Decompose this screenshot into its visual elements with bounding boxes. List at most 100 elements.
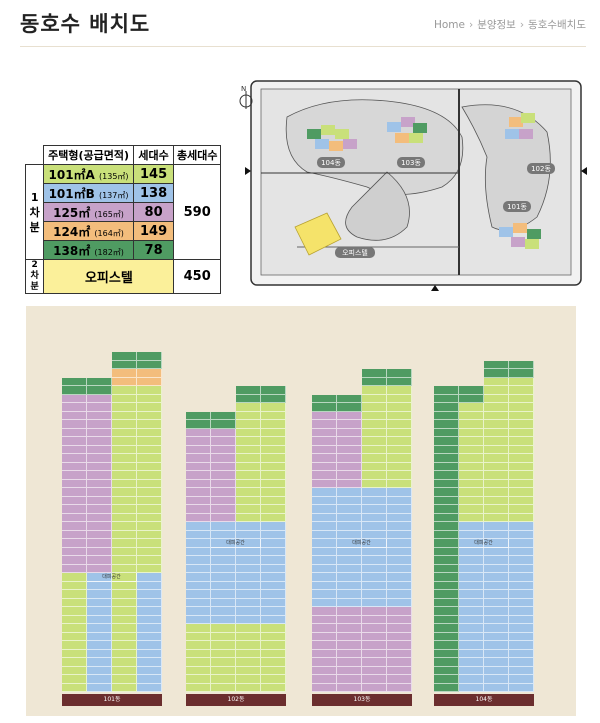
unit-cell[interactable] xyxy=(112,556,137,565)
unit-cell[interactable] xyxy=(137,454,162,463)
unit-cell[interactable] xyxy=(484,420,509,429)
unit-cell[interactable] xyxy=(62,556,87,565)
unit-cell[interactable] xyxy=(337,428,362,437)
unit-cell[interactable] xyxy=(236,590,261,599)
unit-cell[interactable] xyxy=(186,522,211,531)
unit-cell[interactable] xyxy=(261,420,286,429)
unit-cell[interactable] xyxy=(137,683,162,692)
unit-cell[interactable] xyxy=(362,666,387,675)
unit-cell[interactable] xyxy=(186,445,211,454)
unit-cell[interactable] xyxy=(236,683,261,692)
building-office[interactable] xyxy=(294,212,342,256)
unit-cell[interactable] xyxy=(434,590,459,599)
unit-cell[interactable] xyxy=(459,496,484,505)
unit-cell[interactable] xyxy=(137,658,162,667)
unit-cell[interactable] xyxy=(186,530,211,539)
unit-cell[interactable] xyxy=(211,573,236,582)
unit-cell[interactable] xyxy=(362,496,387,505)
unit-cell[interactable] xyxy=(186,666,211,675)
unit-cell[interactable] xyxy=(62,658,87,667)
unit-cell[interactable] xyxy=(509,403,534,412)
unit-cell[interactable] xyxy=(362,386,387,395)
unit-cell[interactable] xyxy=(484,369,509,378)
unit-cell[interactable] xyxy=(236,386,261,395)
unit-cell[interactable] xyxy=(362,471,387,480)
unit-cell[interactable] xyxy=(509,394,534,403)
unit-cell[interactable] xyxy=(459,607,484,616)
unit-cell[interactable] xyxy=(186,437,211,446)
unit-cell[interactable] xyxy=(459,666,484,675)
unit-cell[interactable] xyxy=(261,462,286,471)
unit-cell[interactable] xyxy=(261,437,286,446)
unit-cell[interactable] xyxy=(112,590,137,599)
unit-cell[interactable] xyxy=(261,573,286,582)
unit-cell[interactable] xyxy=(236,530,261,539)
unit-cell[interactable] xyxy=(186,598,211,607)
unit-cell[interactable] xyxy=(236,556,261,565)
unit-cell[interactable] xyxy=(112,377,137,386)
unit-cell[interactable] xyxy=(236,437,261,446)
unit-cell[interactable] xyxy=(387,564,412,573)
unit-cell[interactable] xyxy=(484,445,509,454)
unit-cell[interactable] xyxy=(509,564,534,573)
unit-cell[interactable] xyxy=(337,615,362,624)
unit-cell[interactable] xyxy=(434,513,459,522)
unit-cell[interactable] xyxy=(312,607,337,616)
unit-cell[interactable] xyxy=(337,624,362,633)
unit-cell[interactable] xyxy=(137,403,162,412)
unit-cell[interactable] xyxy=(62,454,87,463)
unit-cell[interactable] xyxy=(459,632,484,641)
unit-cell[interactable] xyxy=(87,462,112,471)
unit-cell[interactable] xyxy=(509,649,534,658)
unit-cell[interactable] xyxy=(387,598,412,607)
unit-cell[interactable] xyxy=(362,632,387,641)
unit-cell[interactable] xyxy=(137,675,162,684)
unit-cell[interactable] xyxy=(509,658,534,667)
unit-cell[interactable] xyxy=(459,573,484,582)
unit-cell[interactable] xyxy=(137,615,162,624)
unit-cell[interactable] xyxy=(112,522,137,531)
unit-cell[interactable] xyxy=(484,649,509,658)
unit-cell[interactable] xyxy=(87,445,112,454)
unit-cell[interactable] xyxy=(434,607,459,616)
unit-cell[interactable] xyxy=(112,411,137,420)
unit-cell[interactable] xyxy=(387,573,412,582)
unit-cell[interactable] xyxy=(112,437,137,446)
unit-cell[interactable] xyxy=(62,488,87,497)
unit-cell[interactable] xyxy=(62,675,87,684)
unit-cell[interactable] xyxy=(509,590,534,599)
unit-cell[interactable] xyxy=(236,641,261,650)
unit-cell[interactable] xyxy=(362,658,387,667)
unit-cell[interactable] xyxy=(312,564,337,573)
unit-cell[interactable] xyxy=(312,496,337,505)
unit-cell[interactable] xyxy=(87,683,112,692)
unit-cell[interactable] xyxy=(312,505,337,514)
unit-cell[interactable] xyxy=(62,411,87,420)
unit-cell[interactable] xyxy=(484,598,509,607)
unit-cell[interactable] xyxy=(484,590,509,599)
unit-cell[interactable] xyxy=(362,590,387,599)
unit-cell[interactable] xyxy=(62,377,87,386)
unit-cell[interactable] xyxy=(87,607,112,616)
unit-cell[interactable] xyxy=(434,522,459,531)
unit-cell[interactable] xyxy=(362,556,387,565)
unit-cell[interactable] xyxy=(484,428,509,437)
unit-cell[interactable] xyxy=(261,428,286,437)
unit-cell[interactable] xyxy=(112,598,137,607)
unit-cell[interactable] xyxy=(337,496,362,505)
unit-cell[interactable] xyxy=(387,369,412,378)
unit-cell[interactable] xyxy=(137,496,162,505)
unit-cell[interactable] xyxy=(362,513,387,522)
unit-cell[interactable] xyxy=(484,581,509,590)
unit-cell[interactable] xyxy=(459,649,484,658)
unit-cell[interactable] xyxy=(362,369,387,378)
unit-cell[interactable] xyxy=(112,479,137,488)
unit-cell[interactable] xyxy=(337,513,362,522)
unit-cell[interactable] xyxy=(312,428,337,437)
unit-cell[interactable] xyxy=(137,666,162,675)
unit-cell[interactable] xyxy=(459,420,484,429)
unit-cell[interactable] xyxy=(312,581,337,590)
unit-cell[interactable] xyxy=(112,352,137,361)
unit-cell[interactable] xyxy=(387,428,412,437)
unit-cell[interactable] xyxy=(312,479,337,488)
